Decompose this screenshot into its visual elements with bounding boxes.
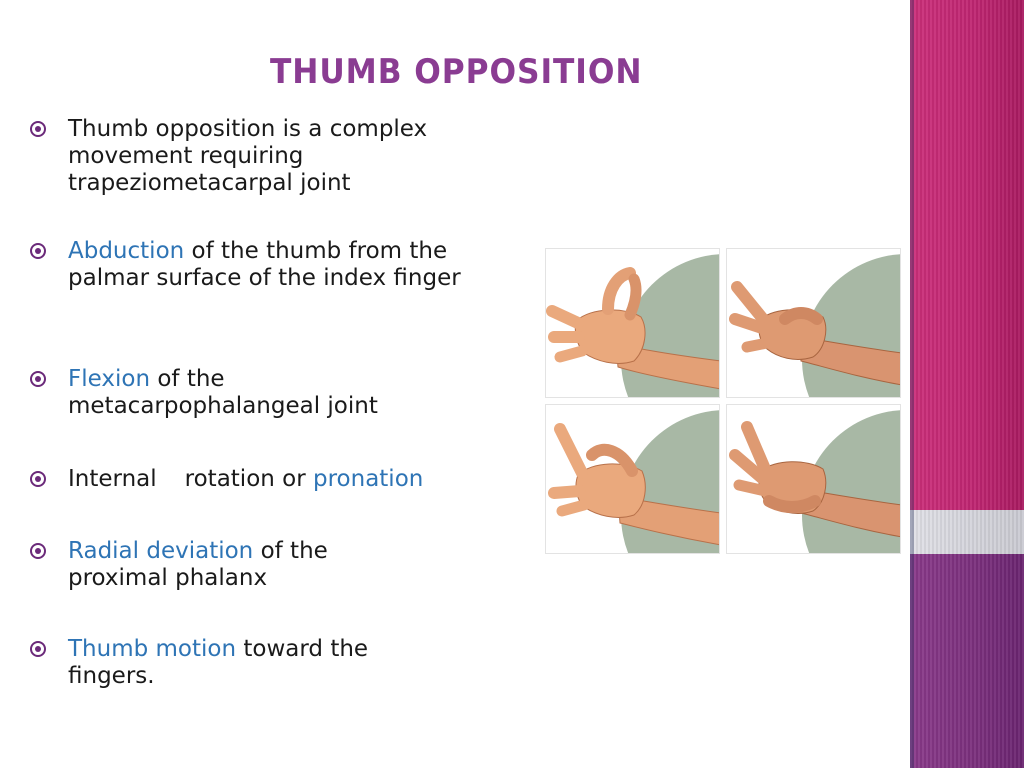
bullet-circle-icon — [30, 543, 46, 559]
thumb-opposition-figure — [545, 248, 901, 554]
bullet-circle-icon — [30, 471, 46, 487]
bullet-lead-text: Internal — [68, 466, 157, 492]
hand-illustration — [729, 410, 900, 553]
bullet-text: Thumb opposition is a complex movement r… — [68, 116, 428, 196]
hand-illustration — [546, 254, 719, 397]
bullet-item: Thumb opposition is a complex movement r… — [30, 116, 520, 197]
bullet-text: Abduction of the thumb from the palmar s… — [68, 238, 508, 292]
hand-pose-panel-4 — [726, 404, 901, 554]
highlight-term: Thumb motion — [68, 636, 237, 662]
strip-gray-block — [910, 510, 1024, 554]
bullet-mid-text: rotation or — [184, 466, 306, 492]
bullet-text: Flexion of the metacarpophalangeal joint — [68, 366, 448, 420]
hand-pose-panel-2 — [726, 248, 901, 398]
bullet-rest-text: toward the fingers. — [68, 636, 369, 689]
bullet-text: Radial deviation of the proximal phalanx — [68, 538, 428, 592]
highlight-term: Flexion — [68, 366, 151, 392]
bullet-circle-icon — [30, 371, 46, 387]
strip-magenta-block — [910, 0, 1024, 510]
strip-purple-block — [910, 554, 1024, 768]
slide-title: Thumb opposition — [270, 52, 643, 92]
bullet-item: Internal rotation or pronation — [30, 466, 520, 493]
bullet-text: Thumb motion toward the fingers. — [68, 636, 438, 690]
hand-pose-panel-1 — [545, 248, 720, 398]
decorative-side-strip — [910, 0, 1024, 768]
highlight-term: pronation — [313, 466, 424, 492]
bullet-item: Radial deviation of the proximal phalanx — [30, 538, 520, 592]
bullet-circle-icon — [30, 121, 46, 137]
highlight-term: Radial deviation — [68, 538, 254, 564]
bullet-item: Abduction of the thumb from the palmar s… — [30, 238, 520, 292]
bullet-item: Thumb motion toward the fingers. — [30, 636, 520, 690]
bullet-circle-icon — [30, 641, 46, 657]
bullet-rest-text: of the metacarpophalangeal joint — [68, 366, 378, 419]
bullet-rest-text: of the proximal phalanx — [68, 538, 328, 591]
strip-divider-line — [910, 0, 914, 768]
bullet-text: Internal rotation or pronation — [68, 466, 528, 493]
hand-illustration — [729, 254, 900, 397]
bullet-item: Flexion of the metacarpophalangeal joint — [30, 366, 520, 420]
bullet-circle-icon — [30, 243, 46, 259]
bullet-rest-text: of the thumb from the palmar surface of … — [68, 238, 461, 291]
highlight-term: Abduction — [68, 238, 185, 264]
hand-illustration — [548, 410, 719, 553]
hand-pose-panel-3 — [545, 404, 720, 554]
